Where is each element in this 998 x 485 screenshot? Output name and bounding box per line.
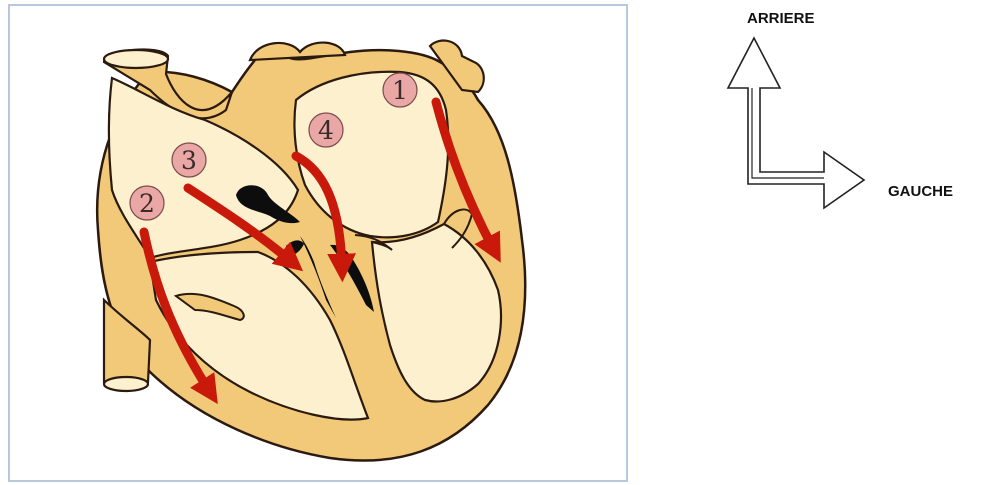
marker-2-label: 2 xyxy=(139,189,155,218)
orientation-indicator: ARRIERE GAUCHE xyxy=(700,0,998,240)
marker-1: 1 xyxy=(383,73,417,107)
vena-cava-opening xyxy=(104,50,168,68)
arrow-right-icon xyxy=(752,88,824,178)
heart-diagram: 1 2 3 4 xyxy=(0,0,640,485)
marker-3-label: 3 xyxy=(181,146,197,175)
marker-1-label: 1 xyxy=(392,76,408,105)
marker-4: 4 xyxy=(309,113,343,147)
marker-2: 2 xyxy=(130,186,164,220)
marker-3: 3 xyxy=(172,143,206,177)
inferior-vena-cava-opening xyxy=(104,377,148,391)
marker-4-label: 4 xyxy=(318,116,334,145)
arrow-up-icon xyxy=(728,38,864,208)
orientation-arrows xyxy=(700,0,998,240)
